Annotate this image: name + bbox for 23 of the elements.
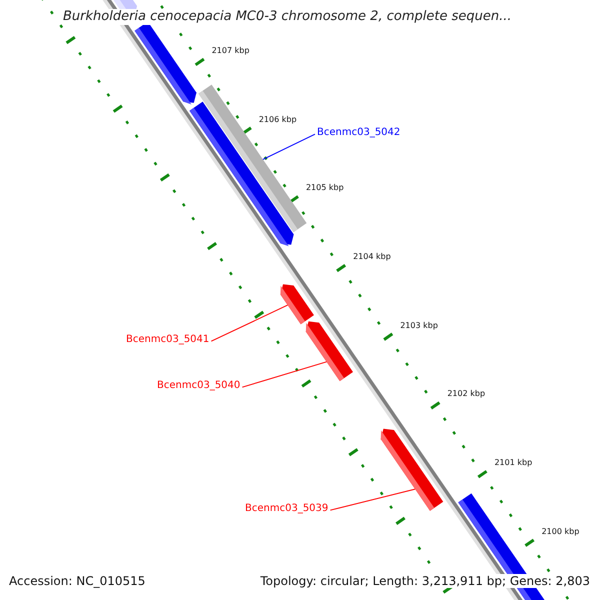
gene-arrow	[380, 428, 444, 511]
scale-label: 2101 kbp	[494, 458, 532, 468]
gene-bar	[198, 84, 307, 232]
accession-text: Accession: NC_010515	[9, 574, 146, 588]
gene-label: Bcenmc03_5041	[126, 334, 210, 346]
scale-label: 2104 kbp	[353, 252, 391, 262]
gene-arrow	[306, 321, 353, 382]
gene-arrow	[280, 284, 314, 324]
scale-label: 2106 kbp	[258, 114, 297, 124]
leader-line	[242, 361, 328, 388]
gene-label: Bcenmc03_5039	[245, 503, 328, 515]
scale-label: 2102 kbp	[447, 389, 486, 400]
sequence-info-text: Topology: circular; Length: 3,213,911 bp; Genes: 2,803	[260, 574, 590, 588]
gene-label: Bcenmc03_5042	[317, 127, 400, 139]
leader-line	[210, 304, 288, 342]
gene-label: Bcenmc03_5040	[157, 380, 240, 392]
scale-label: 2100 kbp	[542, 526, 580, 536]
scale-label: 2107 kbp	[212, 46, 250, 56]
title: Burkholderia cenocepacia MC0-3 chromosome 2, complete sequen...	[63, 9, 512, 25]
leader-line	[330, 488, 416, 511]
scale-label: 2103 kbp	[400, 320, 438, 330]
scale-label: 2105 kbp	[306, 183, 344, 193]
leader-line	[262, 134, 316, 160]
